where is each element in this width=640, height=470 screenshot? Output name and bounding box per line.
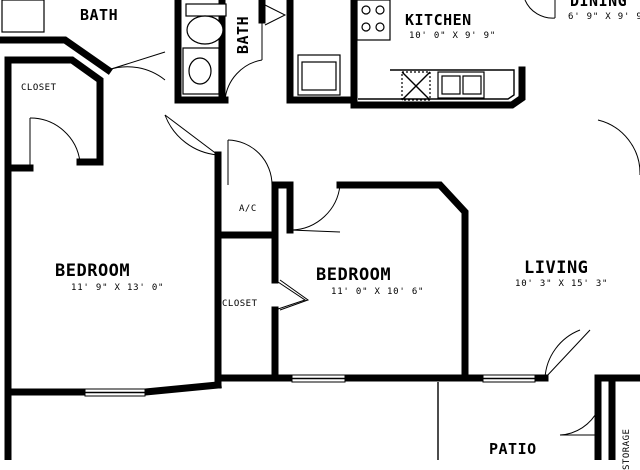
room-label-kitchen: KITCHEN [405,11,472,29]
room-label-ac: A/C [239,204,257,214]
floor-plan [0,0,640,460]
dishwasher-icon [401,71,431,101]
room-dims-bedroom-mid: 11' 0" X 10' 6" [331,287,425,297]
appliance-icon [297,54,341,96]
room-label-bath-vertical: BATH [234,15,252,54]
room-label-patio: PATIO [489,440,537,458]
kitchen-sink-icon [437,71,485,99]
bathtub-icon [1,0,45,33]
toilet-icon [185,3,227,45]
room-dims-bedroom-left: 11' 9" X 13' 0" [71,283,165,293]
windows [84,374,536,397]
stove-icon [356,0,391,41]
room-label-storage: STORAGE [622,428,632,470]
room-label-closet-top: CLOSET [21,83,57,93]
room-label-closet-mid: CLOSET [222,299,258,309]
room-label-living: LIVING [524,258,589,278]
room-dims-living: 10' 3" X 15' 3" [515,279,609,289]
doors [29,0,640,436]
room-label-bedroom-mid: BEDROOM [316,265,392,285]
room-label-dining: DINING [570,0,628,10]
room-dims-dining: 6' 9" X 9' 9" [568,12,640,22]
fixtures [1,0,515,101]
room-label-bedroom-left: BEDROOM [55,261,131,281]
walls [0,0,640,460]
room-label-bath-top: BATH [80,6,119,24]
room-dims-kitchen: 10' 0" X 9' 9" [409,31,497,41]
sink-icon [182,47,220,95]
